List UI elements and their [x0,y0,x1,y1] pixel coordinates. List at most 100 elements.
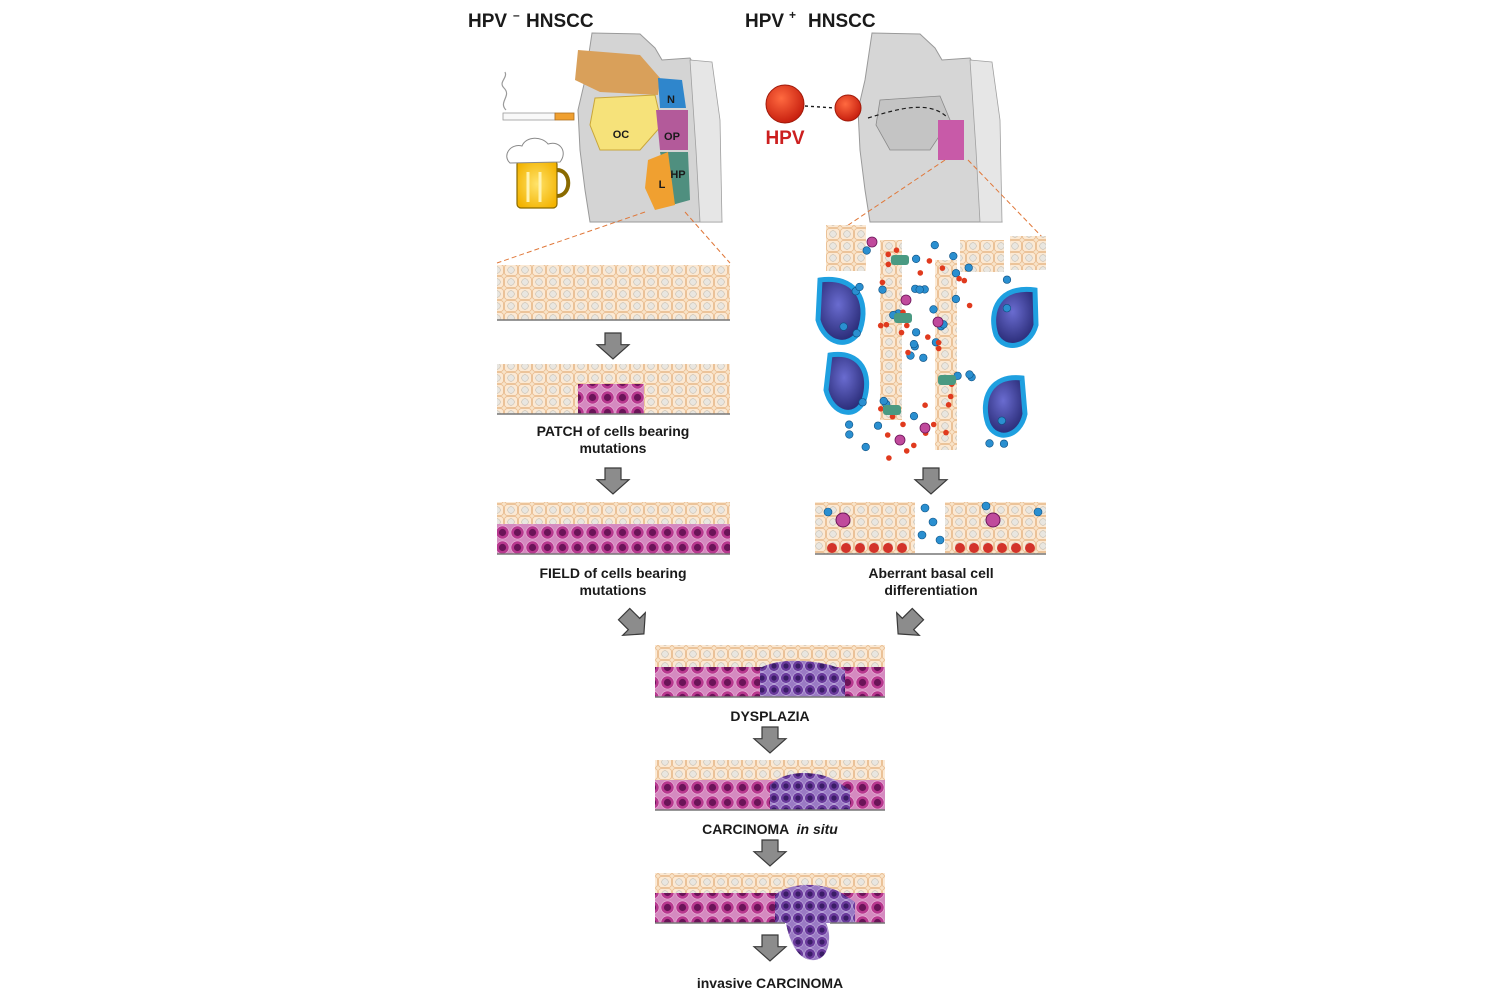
virion-particle [935,339,942,346]
dendritic-cell [883,405,901,415]
virion-particle [889,413,896,420]
invasive-carcinoma-caption: invasive CARCINOMA [697,975,843,991]
lymphocyte [917,530,927,540]
hpv-label: HPV [765,128,804,149]
lymphocyte [951,269,961,278]
zoom-guides [496,159,1046,264]
lymphocyte [879,396,888,406]
basal-cell-red [897,543,907,553]
header-hpv-negative: HPV – HNSCC [468,8,594,32]
lymphocyte [909,412,919,421]
infected-cell [932,316,944,328]
infected-cell [985,512,1001,528]
lymphocyte [845,430,854,439]
virion-particle [877,322,884,329]
lymphocyte [911,328,921,337]
lymphocyte [930,241,939,250]
virion-particle [930,421,937,428]
basal-cell-red [955,543,965,553]
dysplasia-strip [655,645,885,698]
beer-mug-icon [506,137,571,209]
header-right-main: HPV [745,11,784,32]
lymphocyte [949,252,958,261]
field-caption-line1: FIELD of cells bearing [539,565,686,581]
oropharynx-target [938,120,964,160]
patch-caption-line2: mutations [580,440,647,456]
basal-cell-red [883,543,893,553]
basal-cell-red [983,543,993,553]
arrow-to-invasive-caption [752,934,788,962]
invading-tumor-cells [786,923,830,961]
basal-cell-red [827,543,837,553]
mutated-field [497,524,730,554]
lymphocyte [997,416,1006,425]
cis-main-text: CARCINOMA [702,821,789,837]
header-right-sup: + [789,8,796,22]
lymphocyte [839,322,848,331]
lymphocyte [935,535,945,545]
aberrant-caption-line2: differentiation [884,582,977,598]
lymphocyte [1033,507,1043,517]
lymphocyte [858,398,867,407]
nasal-cavity [575,50,660,95]
lymphocyte [909,340,919,349]
dendritic-cell [891,255,909,265]
virion-particle [926,258,933,264]
virion-particle [903,448,910,454]
arrow-crypt-to-aberrant [913,467,949,495]
lymphocyte [965,370,974,379]
lymphocyte [964,263,973,272]
virion-particle [879,279,886,286]
virion-particle [966,302,973,309]
field-caption-line2: mutations [580,582,647,598]
arrow-field-to-dysplasia [617,607,647,637]
arrow-cis-to-invasive [752,839,788,867]
infected-cell [835,512,851,528]
dendritic-cell [938,375,956,385]
lymphocyte [919,353,928,362]
invasive-carcinoma-strip [655,873,885,961]
header-left-main: HPV [468,11,507,32]
virion-particle [925,334,931,340]
infected-cell [919,422,931,434]
mutated-patch [578,384,644,414]
virion-particle [917,270,924,276]
tonsillar-crypt-scene [815,225,1046,461]
lymphocyte [823,507,833,517]
larynx-region [645,152,675,210]
infected-cell [894,434,906,446]
virion-particle [945,402,952,408]
virion-particle [904,322,910,329]
carcinoma-in-situ-strip [655,760,885,811]
lymphocyte [852,329,861,338]
label-oc: OC [613,129,630,141]
lymphocyte [928,517,938,527]
arrow-normal-to-patch [595,332,631,360]
head-anatomy-right [857,32,1003,223]
virion-particle [943,429,949,436]
patch-caption-line1: PATCH of cells bearing [537,423,690,439]
basal-cell-red [1011,543,1021,553]
virion-particle [922,402,928,409]
virion-particle [956,275,962,282]
in-situ-carcinoma-cells [770,773,850,810]
lymphocyte [873,421,883,430]
dysplasia-caption: DYSPLAZIA [730,708,809,724]
infected-cell [866,236,878,248]
header-hpv-positive: HPV + HNSCC [745,8,876,32]
aberrant-caption-line1: Aberrant basal cell [868,565,993,581]
virion-particle [939,265,946,271]
lymphocyte [878,285,887,294]
carcinoma-in-situ-caption: CARCINOMA in situ [702,821,838,837]
label-op: OP [664,131,680,143]
virion-particle [961,277,968,284]
basal-cell-red [841,543,851,553]
virion-particle [935,345,942,352]
virion-particle [947,393,954,400]
header-left-suffix: HNSCC [526,11,594,32]
virion-particle [898,329,905,336]
lymphocyte [861,442,870,452]
flow-arrows [595,332,949,962]
normal-epithelium-strip [497,265,730,321]
